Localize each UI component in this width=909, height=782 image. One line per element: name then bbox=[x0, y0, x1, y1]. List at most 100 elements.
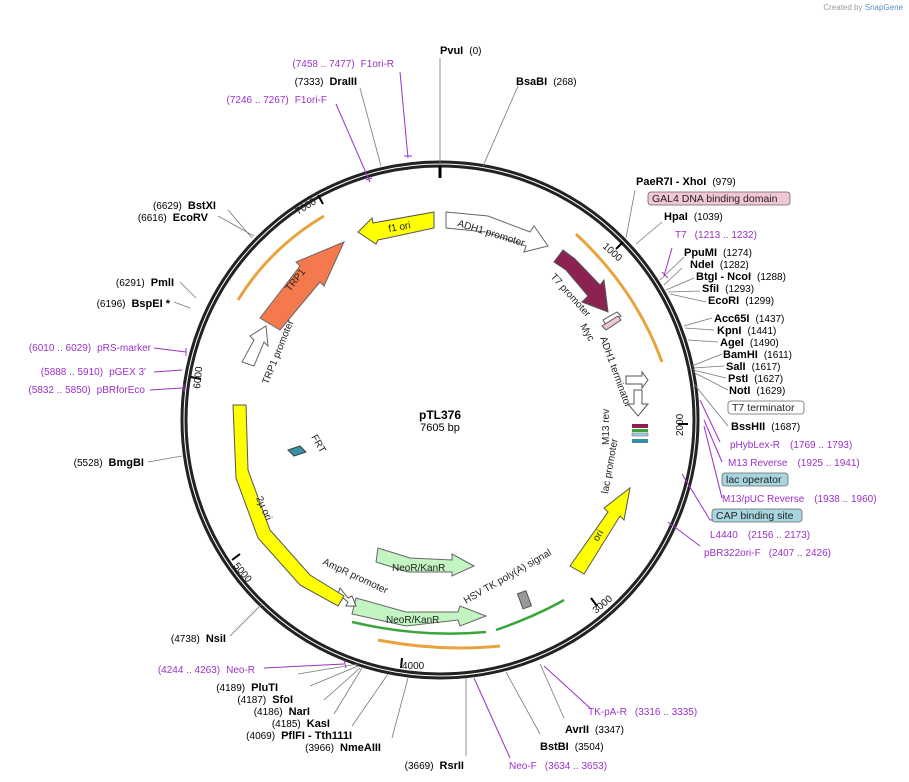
site-pflfi-tth111i: (4069)PflFI - Tth111I bbox=[246, 730, 352, 742]
site-hpai: HpaI(1039) bbox=[664, 211, 723, 223]
site-leaders bbox=[147, 58, 729, 756]
trp1-orf-arrow bbox=[236, 214, 325, 301]
primer-prs-marker: (6010 .. 6029)pRS-marker bbox=[29, 343, 152, 354]
neo-outer-feature bbox=[351, 597, 488, 627]
hsv-tk-label: HSV TK poly(A) signal bbox=[462, 547, 553, 606]
neo-orf-arrow-orange bbox=[377, 638, 501, 650]
adh1-promoter-feature bbox=[445, 211, 549, 253]
neo-orf-arrow-green bbox=[351, 620, 487, 635]
myc-feature bbox=[601, 315, 622, 331]
site-ecori: EcoRI(1299) bbox=[708, 295, 774, 307]
frt-feature bbox=[287, 445, 307, 457]
neo-orf-arrow-green2 bbox=[495, 598, 565, 632]
primer-neo-f: Neo-F(3634 .. 3653) bbox=[509, 761, 607, 772]
frt-label: FRT bbox=[308, 433, 327, 455]
boxed-gal4: GAL4 DNA binding domain bbox=[647, 191, 791, 206]
boxed-cap-binding-site: CAP binding site bbox=[711, 508, 803, 523]
svg-text:GAL4 DNA binding domain: GAL4 DNA binding domain bbox=[652, 193, 778, 205]
primer-neo-r: (4244 .. 4263)Neo-R bbox=[158, 665, 255, 676]
site-noti: NotI(1629) bbox=[729, 385, 785, 397]
lac-operator-feature bbox=[632, 424, 648, 428]
two-mu-ori-feature bbox=[232, 404, 345, 607]
site-agei: AgeI(1490) bbox=[720, 337, 779, 349]
t7-terminator-feature bbox=[626, 389, 650, 417]
site-ppumi: PpuMI(1274) bbox=[684, 247, 752, 259]
adh1-terminator-label: ADH1 terminator bbox=[597, 335, 633, 409]
ori-label: ori bbox=[591, 528, 606, 543]
tick-1000 bbox=[615, 241, 624, 250]
primer-l4440: L4440(2156 .. 2173) bbox=[710, 530, 810, 541]
site-kasi: (4185)KasI bbox=[272, 718, 330, 730]
tick-6000 bbox=[190, 376, 202, 380]
primer-t7: T7(1213 .. 1232) bbox=[675, 230, 757, 241]
site-bstxi: (6629)BstXI bbox=[153, 200, 216, 212]
site-bamhi: BamHI(1611) bbox=[723, 349, 792, 361]
site-rsrii: (3669)RsrII bbox=[405, 760, 464, 772]
site-bmgbi: (5528)BmgBI bbox=[74, 457, 144, 469]
primer-f1ori-r: (7458 .. 7477)F1ori-R bbox=[292, 59, 394, 70]
site-draiii: (7333)DraIII bbox=[295, 76, 357, 88]
site-bsabi: BsaBI(268) bbox=[516, 76, 577, 88]
site-bspei: (6196)BspEI * bbox=[97, 298, 171, 310]
primer-m13-puc-reverse: M13/pUC Reverse(1938 .. 1960) bbox=[722, 494, 877, 505]
credit-prefix: Created by bbox=[823, 3, 863, 12]
site-ecorv: (6616)EcoRV bbox=[138, 212, 209, 224]
site-kpni: KpnI(1441) bbox=[717, 325, 776, 337]
site-avrii: AvrII(3347) bbox=[565, 724, 624, 736]
primer-m13-reverse: M13 Reverse(1925 .. 1941) bbox=[728, 458, 860, 469]
primer-tk-pa-r: TK-pA-R(3316 .. 3335) bbox=[588, 707, 697, 718]
primer-pbrforeco: (5832 .. 5850)pBRforEco bbox=[28, 385, 145, 396]
neo-inner-label: NeoR/KanR bbox=[392, 563, 445, 574]
plasmid-size: 7605 bp bbox=[420, 422, 460, 434]
site-bstbi: BstBI(3504) bbox=[540, 741, 604, 753]
tick-5000 bbox=[231, 553, 241, 561]
site-acc65i: Acc65I(1437) bbox=[714, 313, 784, 325]
site-ndei: NdeI(1282) bbox=[690, 259, 749, 271]
snapgene-credit: Created by SnapGene bbox=[823, 3, 903, 12]
lac-promoter-feature bbox=[631, 432, 649, 437]
neo-outer-label: NeoR/KanR bbox=[386, 615, 439, 626]
svg-text:CAP binding site: CAP binding site bbox=[716, 510, 794, 522]
cap-site-feature bbox=[632, 439, 648, 443]
site-nmeaiii: (3966)NmeAIII bbox=[305, 742, 381, 754]
site-psti: PstI(1627) bbox=[728, 373, 783, 385]
trp1-promoter-feature bbox=[241, 325, 269, 367]
trp1-feature bbox=[259, 241, 345, 331]
gal4-feature bbox=[553, 249, 609, 313]
primer-f1ori-f: (7246 .. 7267)F1ori-F bbox=[227, 95, 328, 106]
m13-rev-label: M13 rev bbox=[601, 409, 612, 445]
tick-3000 bbox=[590, 597, 598, 607]
site-bsshii: BssHII(1687) bbox=[731, 421, 800, 433]
boxed-lac-operator: lac operator bbox=[721, 472, 789, 487]
site-pmli: (6291)PmlI bbox=[116, 277, 174, 289]
f1-ori-label: f1 ori bbox=[388, 220, 412, 235]
tick-label-2000: 2000 bbox=[675, 413, 686, 436]
svg-text:lac operator: lac operator bbox=[726, 474, 782, 486]
svg-text:T7 terminator: T7 terminator bbox=[732, 402, 795, 414]
adh1-terminator-feature bbox=[625, 370, 649, 390]
primer-pgex-3: (5888 .. 5910)pGEX 3' bbox=[41, 367, 146, 378]
site-paer7i-xhoi: PaeR7I - XhoI(979) bbox=[636, 176, 736, 188]
site-nari: (4186)NarI bbox=[254, 706, 310, 718]
primer-pbr322ori-f: pBR322ori-F(2407 .. 2426) bbox=[704, 548, 831, 559]
site-pluti: (4189)PluTI bbox=[216, 682, 278, 694]
t7-promoter-feature bbox=[602, 311, 622, 326]
primer-phyblex-r: pHybLex-R(1769 .. 1793) bbox=[730, 440, 852, 451]
tick-label-6000: 6000 bbox=[192, 366, 205, 390]
site-sfoi: (4187)SfoI bbox=[237, 694, 293, 706]
f1-ori-feature bbox=[357, 211, 435, 245]
site-sali: SalI(1617) bbox=[726, 361, 780, 373]
ori-feature bbox=[569, 486, 631, 575]
myc-label: Myc bbox=[577, 322, 596, 343]
plasmid-name: pTL376 bbox=[419, 408, 461, 422]
m13-rev-feature bbox=[632, 429, 648, 432]
gal4-orf-arrow bbox=[574, 232, 664, 363]
tick-7000 bbox=[317, 194, 324, 205]
site-btgi-ncoi: BtgI - NcoI(1288) bbox=[696, 271, 786, 283]
hsv-tk-feature bbox=[516, 590, 533, 610]
site-sfii: SfiI(1293) bbox=[702, 283, 754, 295]
site-nsii: (4738)NsiI bbox=[171, 633, 226, 645]
boxed-t7-terminator: T7 terminator bbox=[727, 400, 805, 415]
neo-inner-feature bbox=[375, 547, 476, 577]
